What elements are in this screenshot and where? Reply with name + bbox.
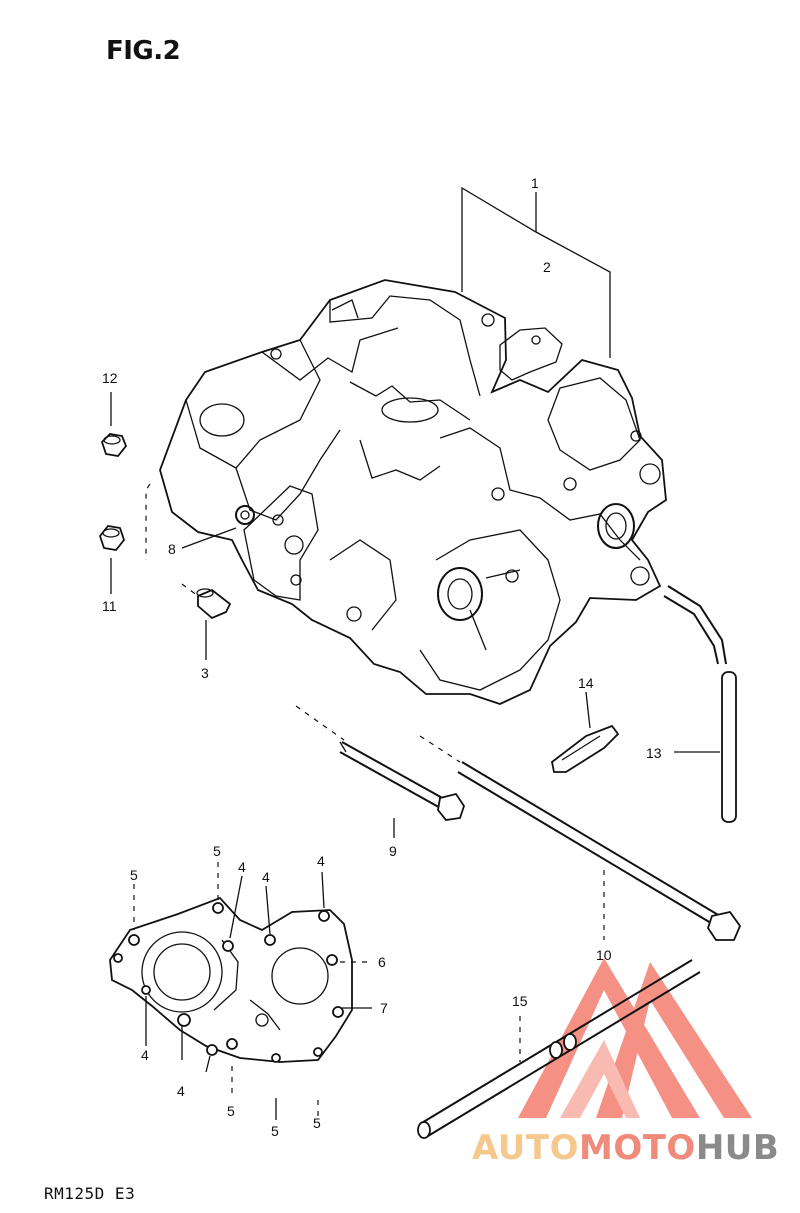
callout-1-bracket bbox=[461, 186, 611, 358]
watermark-auto: AUTO bbox=[472, 1128, 579, 1168]
dowel-pin-3 bbox=[196, 588, 232, 620]
breather-hose-13 bbox=[663, 585, 737, 823]
callout-8: 8 bbox=[168, 541, 176, 557]
callout-5: 5 bbox=[271, 1123, 279, 1139]
callout-11: 11 bbox=[102, 598, 117, 614]
callout-1: 1 bbox=[531, 175, 539, 191]
nut-12 bbox=[100, 433, 128, 457]
callout-4: 4 bbox=[262, 869, 270, 885]
callout-7: 7 bbox=[380, 1000, 388, 1016]
callout-6: 6 bbox=[378, 954, 386, 970]
automotohub-triangle-logo bbox=[518, 958, 752, 1118]
stud-bolt-10 bbox=[457, 761, 742, 941]
side-cover-leaders bbox=[133, 862, 372, 1120]
crankcase-assembly bbox=[159, 279, 667, 705]
callout-2: 2 bbox=[543, 259, 551, 275]
callout-14: 14 bbox=[578, 675, 594, 691]
callout-4: 4 bbox=[141, 1047, 149, 1063]
callout-10: 10 bbox=[596, 947, 612, 963]
bracket-14 bbox=[551, 724, 620, 773]
side-cover bbox=[109, 896, 353, 1063]
callout-5: 5 bbox=[130, 867, 138, 883]
callout-5: 5 bbox=[313, 1115, 321, 1131]
rod-15 bbox=[417, 959, 701, 1139]
callout-3: 3 bbox=[201, 665, 209, 681]
bolt-9 bbox=[339, 741, 465, 821]
callout-15: 15 bbox=[512, 993, 528, 1009]
callout-5: 5 bbox=[213, 843, 221, 859]
nut-11 bbox=[98, 525, 126, 551]
watermark-hub: HUB bbox=[695, 1128, 780, 1168]
figure-title: FIG.2 bbox=[106, 36, 181, 66]
watermark-moto: MOTO bbox=[578, 1128, 696, 1168]
callout-4: 4 bbox=[317, 853, 325, 869]
watermark-wordmark: AUTOMOTOHUB bbox=[472, 1128, 779, 1168]
callout-9: 9 bbox=[389, 843, 397, 859]
callout-12: 12 bbox=[102, 370, 118, 386]
callout-4: 4 bbox=[238, 859, 246, 875]
callout-5: 5 bbox=[227, 1103, 235, 1119]
model-code: RM125D E3 bbox=[44, 1184, 136, 1203]
callout-4: 4 bbox=[177, 1083, 185, 1099]
callout-13: 13 bbox=[646, 745, 662, 761]
